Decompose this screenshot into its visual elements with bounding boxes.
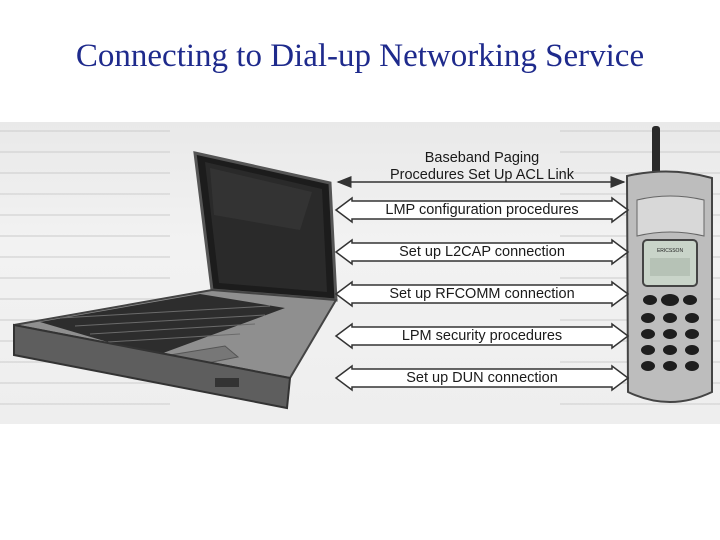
- step-label-1: LMP configuration procedures: [385, 202, 579, 218]
- header-label: Baseband Paging Procedures Set Up ACL Li…: [347, 150, 617, 184]
- step-label-4: LPM security procedures: [401, 328, 563, 344]
- arrow-step-4: [334, 322, 630, 350]
- header-line-2: Procedures Set Up ACL Link: [389, 167, 575, 183]
- arrow-step-1: [334, 196, 630, 224]
- arrow-step-5: [334, 364, 630, 392]
- step-label-2: Set up L2CAP connection: [399, 244, 565, 260]
- phone-brand: ERICSSON: [657, 248, 684, 254]
- arrow-step-3: [334, 280, 630, 308]
- arrow-step-2: [334, 238, 630, 266]
- slide-title: Connecting to Dial-up Networking Service: [75, 38, 645, 74]
- mobile-phone-icon: ERICSSON: [625, 126, 713, 403]
- header-line-1: Baseband Paging: [424, 150, 540, 166]
- laptop-icon: [13, 151, 338, 410]
- step-label-5: Set up DUN connection: [406, 370, 558, 386]
- step-label-3: Set up RFCOMM connection: [389, 286, 575, 302]
